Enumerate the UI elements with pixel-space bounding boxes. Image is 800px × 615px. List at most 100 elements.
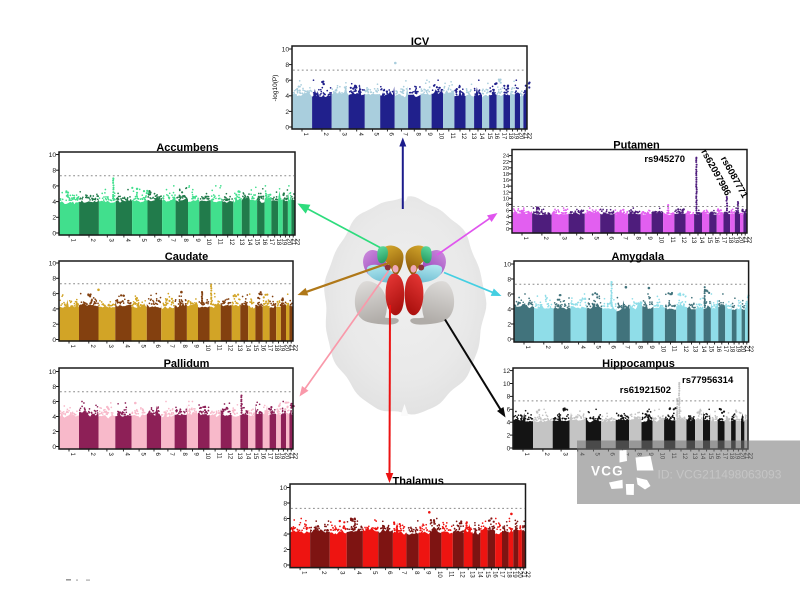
svg-text:4: 4 [124, 345, 130, 349]
svg-text:0: 0 [507, 336, 511, 343]
svg-text:19: 19 [279, 345, 285, 352]
svg-text:8: 8 [413, 571, 419, 575]
svg-text:19: 19 [734, 346, 740, 353]
svg-text:18: 18 [273, 453, 279, 460]
svg-text:12: 12 [460, 133, 466, 140]
svg-text:21: 21 [520, 571, 526, 578]
svg-text:7: 7 [623, 346, 629, 350]
svg-text:12: 12 [228, 239, 234, 246]
svg-text:rs945270: rs945270 [644, 154, 685, 165]
svg-text:7: 7 [402, 133, 408, 137]
svg-text:21: 21 [742, 237, 748, 244]
svg-text:21: 21 [288, 345, 294, 352]
svg-text:19: 19 [511, 571, 517, 578]
svg-text:2: 2 [507, 321, 511, 328]
svg-text:4: 4 [507, 306, 511, 313]
svg-text:Accumbens: Accumbens [156, 142, 218, 154]
svg-text:20: 20 [286, 239, 292, 246]
svg-text:6: 6 [285, 78, 289, 85]
svg-text:1: 1 [302, 133, 308, 137]
svg-text:1: 1 [69, 453, 75, 457]
svg-text:10: 10 [204, 453, 210, 460]
svg-text:10: 10 [280, 485, 288, 492]
svg-text:7: 7 [400, 571, 406, 575]
svg-text:20: 20 [284, 453, 290, 460]
svg-text:2: 2 [52, 429, 56, 436]
svg-text:5: 5 [140, 239, 146, 243]
svg-text:2: 2 [89, 239, 95, 243]
svg-text:20: 20 [503, 166, 509, 172]
svg-text:3: 3 [338, 571, 344, 575]
svg-text:13: 13 [236, 453, 242, 460]
svg-text:4: 4 [124, 453, 130, 457]
svg-text:12: 12 [680, 237, 686, 244]
svg-text:Amygdala: Amygdala [612, 251, 665, 263]
svg-text:15: 15 [252, 345, 258, 352]
svg-text:16: 16 [492, 571, 498, 578]
svg-text:9: 9 [648, 346, 654, 350]
svg-text:9: 9 [426, 133, 432, 137]
svg-text:3: 3 [560, 237, 566, 241]
svg-text:8: 8 [636, 346, 642, 350]
svg-text:4: 4 [355, 571, 361, 575]
svg-text:6: 6 [609, 346, 615, 350]
svg-text:8: 8 [507, 394, 511, 401]
svg-text:2: 2 [283, 547, 287, 554]
svg-text:13: 13 [238, 239, 244, 246]
svg-text:14: 14 [698, 237, 704, 244]
svg-text:10: 10 [49, 369, 57, 376]
svg-text:19: 19 [279, 453, 285, 460]
svg-text:Putamen: Putamen [613, 140, 660, 152]
svg-text:ICV: ICV [411, 36, 430, 48]
svg-text:Hippocampus: Hippocampus [602, 358, 675, 370]
svg-text:1: 1 [522, 237, 528, 241]
svg-text:10: 10 [503, 196, 509, 202]
svg-text:18: 18 [503, 172, 509, 178]
svg-text:8: 8 [181, 345, 187, 349]
svg-text:4: 4 [357, 133, 363, 137]
svg-text:4: 4 [52, 306, 56, 313]
svg-text:6: 6 [507, 291, 511, 298]
svg-text:4: 4 [506, 215, 510, 221]
svg-text:2: 2 [506, 221, 509, 227]
svg-text:12: 12 [459, 571, 465, 578]
svg-text:8: 8 [181, 453, 187, 457]
svg-text:17: 17 [500, 133, 506, 140]
svg-text:22: 22 [291, 345, 297, 352]
svg-text:9: 9 [425, 571, 431, 575]
svg-text:14: 14 [503, 184, 510, 190]
svg-text:14: 14 [700, 346, 706, 353]
svg-text:10: 10 [438, 133, 444, 140]
svg-text:15: 15 [254, 239, 260, 246]
svg-text:15: 15 [708, 346, 714, 353]
svg-text:2: 2 [52, 215, 56, 222]
svg-text:1: 1 [300, 571, 306, 575]
svg-text:17: 17 [720, 237, 726, 244]
svg-text:19: 19 [733, 237, 739, 244]
svg-text:12: 12 [227, 453, 233, 460]
svg-text:6: 6 [154, 345, 160, 349]
svg-text:8: 8 [52, 276, 56, 283]
svg-text:18: 18 [275, 239, 281, 246]
svg-text:2: 2 [322, 133, 328, 137]
svg-text:2: 2 [544, 346, 550, 350]
svg-text:6: 6 [608, 237, 614, 241]
svg-text:5: 5 [593, 237, 599, 241]
svg-text:10: 10 [659, 346, 665, 353]
svg-text:10: 10 [658, 237, 664, 244]
svg-text:4: 4 [577, 237, 583, 241]
svg-text:2: 2 [89, 345, 95, 349]
svg-text:22: 22 [291, 453, 297, 460]
svg-text:14: 14 [244, 345, 250, 352]
svg-text:8: 8 [52, 384, 56, 391]
svg-text:13: 13 [236, 345, 242, 352]
svg-text:16: 16 [259, 453, 265, 460]
svg-text:20: 20 [739, 346, 745, 353]
svg-text:16: 16 [715, 346, 721, 353]
svg-text:12: 12 [503, 368, 511, 375]
svg-text:17: 17 [266, 345, 272, 352]
svg-text:10: 10 [504, 261, 512, 268]
svg-text:3: 3 [562, 346, 568, 350]
svg-text:8: 8 [182, 239, 188, 243]
svg-text:14: 14 [478, 133, 484, 140]
